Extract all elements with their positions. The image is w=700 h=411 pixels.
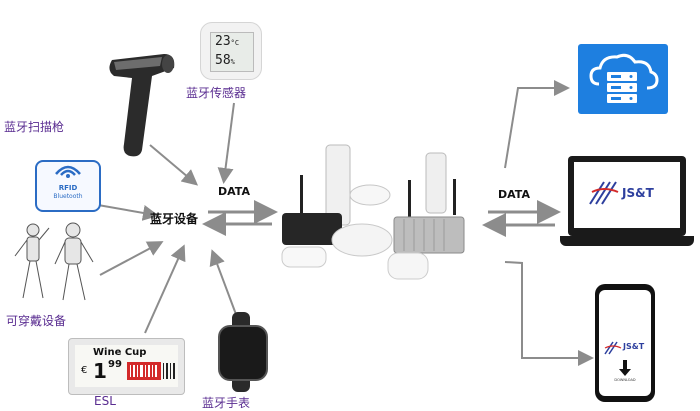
bluetooth-hub-label: 蓝牙设备	[150, 212, 199, 226]
barcode-scanner-icon	[109, 54, 175, 157]
esl-tag: Wine Cup € 1 99	[68, 338, 185, 395]
laptop-display: JS&T	[574, 162, 680, 228]
esl-label: ESL	[94, 394, 116, 408]
esl-barcode-small-icon	[163, 363, 175, 379]
arrow-to-phone	[504, 261, 594, 366]
arrow-rfid	[97, 204, 159, 221]
esl-barcode-icon	[130, 365, 157, 377]
esl-currency: €	[81, 365, 88, 376]
esl-product-name: Wine Cup	[93, 347, 147, 358]
wifi-signal-icon	[55, 165, 81, 178]
cloud-server-tile	[578, 44, 668, 114]
download-arrow-icon	[619, 360, 631, 376]
phone: JS&T DOWNLOAD	[595, 284, 655, 402]
bluetooth-text: Bluetooth	[53, 193, 83, 200]
arrow-esl	[144, 244, 186, 334]
wearable-label: 可穿戴设备	[6, 314, 67, 328]
data-label-right: DATA	[498, 188, 530, 201]
download-caption: DOWNLOAD	[614, 378, 636, 382]
esl-price-decimals: 99	[108, 359, 122, 370]
watch-face-icon	[218, 325, 268, 381]
watch-label: 蓝牙手表	[202, 396, 251, 410]
laptop-logo-text: JS&T	[622, 186, 654, 200]
data-label-left: DATA	[218, 185, 250, 198]
arrow-wearable	[99, 241, 164, 276]
scanner-label: 蓝牙扫描枪	[4, 120, 65, 134]
esl-price: 1	[93, 359, 107, 383]
rfid-badge: RFID Bluetooth	[35, 160, 101, 212]
rfid-text: RFID	[58, 184, 78, 192]
laptop-base	[560, 236, 694, 246]
sensor-humidity: 58%	[215, 53, 235, 68]
phone-screen: JS&T DOWNLOAD	[599, 290, 651, 396]
sensor-device: 23°C 58%	[200, 22, 262, 80]
sensor-label: 蓝牙传感器	[186, 86, 247, 100]
jst-logo-icon	[589, 181, 619, 205]
phone-logo-text: JS&T	[623, 342, 645, 351]
laptop-screen: JS&T	[568, 156, 686, 236]
cloud-server-icon	[589, 53, 659, 103]
arrow-to-cloud	[504, 80, 570, 169]
arrow-sensor	[217, 102, 235, 184]
phone-jst-logo-icon	[604, 341, 622, 355]
wearable-suit-icon	[14, 222, 94, 301]
arrow-scanner	[149, 144, 199, 186]
gateway-routers-icon	[281, 144, 465, 280]
sensor-temp: 23°C	[215, 34, 240, 49]
